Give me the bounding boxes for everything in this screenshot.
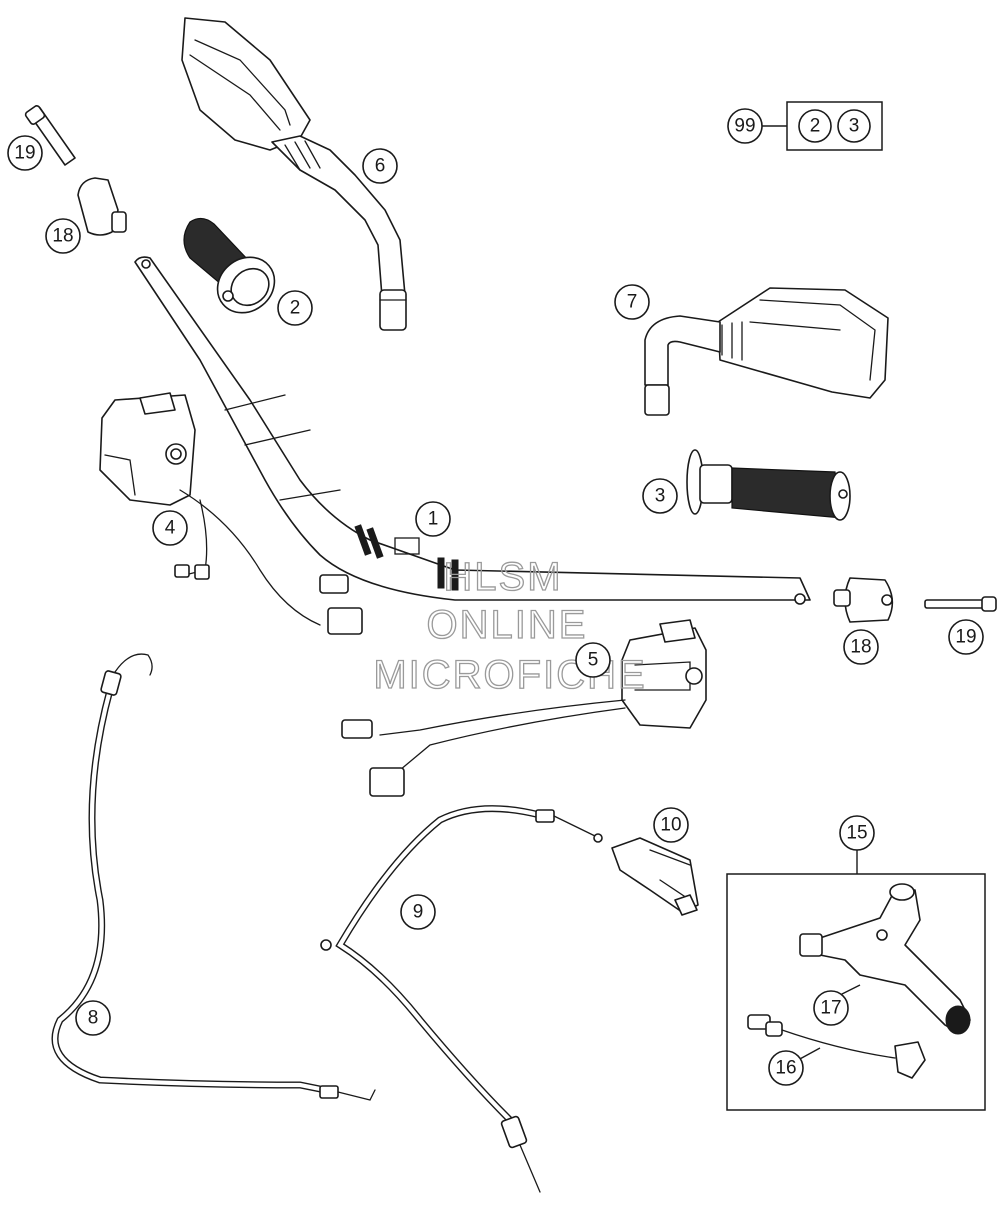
clutch-lever [799,883,971,1035]
callout-16[interactable]: 16 [768,1050,804,1086]
svg-text:99: 99 [734,116,755,137]
right-mirror [644,287,889,416]
svg-text:19: 19 [955,627,976,648]
svg-text:4: 4 [165,518,176,539]
callout-99[interactable]: 99 [727,108,763,144]
svg-text:1: 1 [428,509,439,530]
clutch-switch [747,1014,926,1079]
callout-5[interactable]: 5 [575,642,611,678]
callout-3[interactable]: 3 [642,478,678,514]
callout-19-left[interactable]: 19 [7,135,43,171]
handlebar [134,256,811,605]
svg-text:10: 10 [660,815,681,836]
cable-boot [611,837,699,916]
callout-4[interactable]: 4 [152,510,188,546]
callout-15[interactable]: 15 [839,815,875,851]
bar-end-weight-right [833,577,894,623]
callout-17[interactable]: 17 [813,990,849,1026]
svg-text:8: 8 [88,1008,99,1029]
left-grip [183,217,276,314]
right-grip [686,449,851,521]
clutch-cable [320,805,603,1193]
callout-18-right[interactable]: 18 [843,629,879,665]
callout-6[interactable]: 6 [362,148,398,184]
svg-text:2: 2 [810,116,821,137]
watermark-line-2: ONLINE [427,603,588,647]
kit-part-2[interactable]: 2 [798,109,832,143]
bar-end-bolt-left [24,105,76,166]
svg-text:18: 18 [850,637,871,658]
callout-9[interactable]: 9 [400,894,436,930]
svg-text:19: 19 [14,143,35,164]
svg-text:2: 2 [290,298,301,319]
svg-text:3: 3 [655,486,666,507]
callout-1[interactable]: 1 [415,501,451,537]
callout-8[interactable]: 8 [75,1000,111,1036]
watermark: HLSM ONLINE MICROFICHE [373,554,646,697]
svg-text:6: 6 [375,156,386,177]
left-mirror [181,17,407,331]
callout-18-left[interactable]: 18 [45,218,81,254]
right-switch [341,619,707,797]
callout-19-right[interactable]: 19 [948,619,984,655]
left-switch [99,392,363,635]
svg-text:7: 7 [627,292,638,313]
callout-10[interactable]: 10 [653,807,689,843]
svg-text:3: 3 [849,116,860,137]
svg-text:9: 9 [413,902,424,923]
callout-2[interactable]: 2 [277,290,313,326]
svg-text:18: 18 [52,226,73,247]
svg-text:17: 17 [820,998,841,1019]
svg-text:15: 15 [846,823,867,844]
bar-end-bolt-right [924,596,997,612]
watermark-line-1: HLSM [443,555,562,599]
throttle-cable [51,653,376,1101]
bar-end-weight-left [77,177,127,236]
callout-7[interactable]: 7 [614,284,650,320]
svg-text:5: 5 [588,650,599,671]
lever-assembly-box [726,850,986,1111]
svg-text:16: 16 [775,1058,796,1079]
kit-part-3[interactable]: 3 [837,109,871,143]
